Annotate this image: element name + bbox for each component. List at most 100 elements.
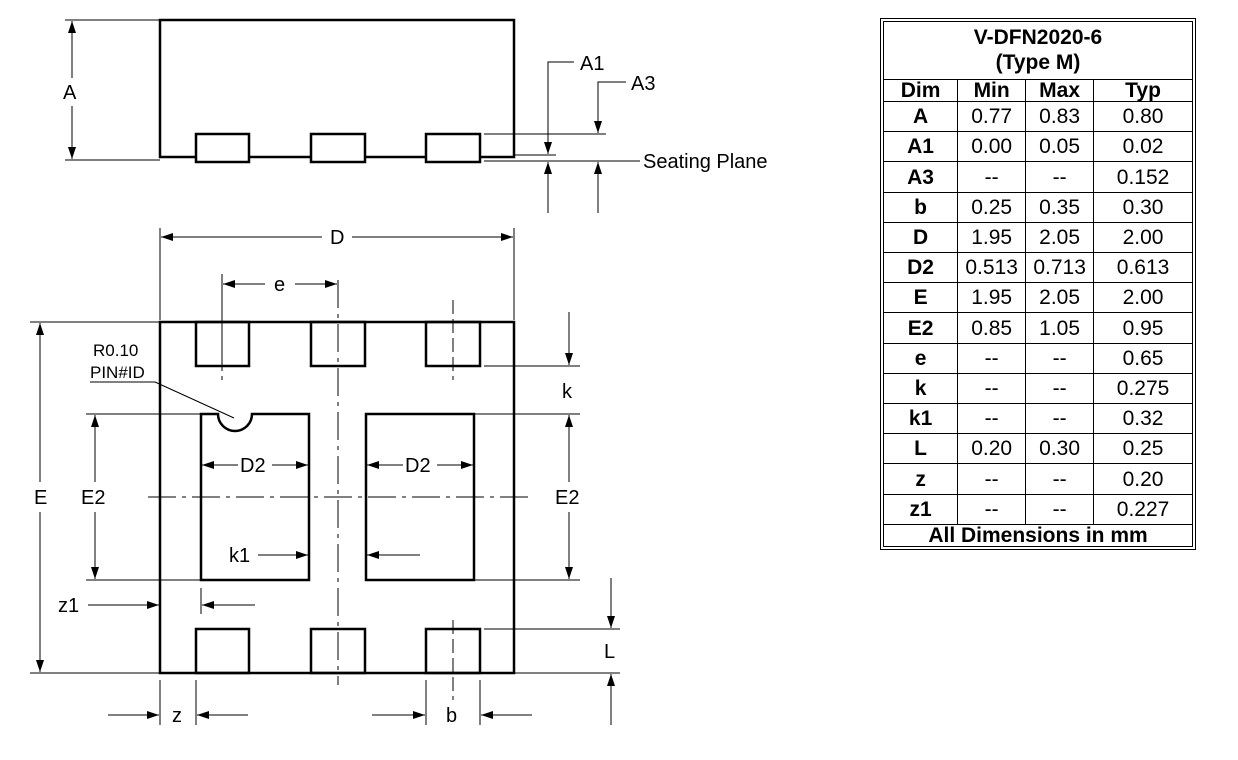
dim-value-cell: --: [957, 493, 1027, 526]
pin-id-leader: [154, 381, 235, 419]
label-D: D: [330, 227, 344, 249]
side-pad-2: [309, 132, 367, 164]
label-z: z: [172, 705, 182, 727]
dim-name-cell: k: [882, 372, 959, 405]
dim-value-cell: 2.05: [1025, 221, 1095, 254]
dim-name-cell: e: [882, 342, 959, 374]
label-E2-left: E2: [81, 487, 105, 509]
label-E: E: [34, 487, 47, 509]
table-row: A3----0.152: [882, 161, 1193, 193]
table-header-dim: Dim: [882, 79, 959, 102]
dim-value-cell: 0.20: [1093, 463, 1193, 495]
dim-value-cell: --: [1025, 372, 1095, 405]
dim-value-cell: --: [957, 161, 1027, 193]
dim-value-cell: 0.02: [1093, 131, 1193, 163]
side-pad-3: [424, 132, 482, 164]
dim-value-cell: 0.613: [1093, 252, 1193, 284]
dim-value-cell: 0.227: [1093, 493, 1193, 526]
side-pad-1: [194, 132, 251, 164]
label-L: L: [604, 641, 615, 663]
dim-name-cell: z: [882, 463, 959, 495]
dim-A1-leader: [544, 61, 574, 154]
dim-value-cell: 0.713: [1025, 252, 1095, 284]
dim-value-cell: 0.20: [957, 433, 1027, 465]
dim-name-cell: A3: [882, 161, 959, 193]
label-A3: A3: [631, 73, 655, 95]
label-A1: A1: [580, 53, 604, 75]
dim-value-cell: 1.95: [957, 282, 1027, 314]
label-k1: k1: [229, 545, 250, 567]
dim-value-cell: 0.85: [957, 312, 1027, 344]
pad-top-2: [309, 320, 367, 368]
dim-value-cell: 2.05: [1025, 282, 1095, 314]
dim-value-cell: --: [957, 342, 1027, 374]
side-view: [65, 18, 640, 213]
dim-name-cell: E: [882, 282, 959, 314]
dim-value-cell: 0.83: [1025, 100, 1095, 133]
dim-value-cell: --: [957, 403, 1027, 435]
dim-value-cell: 0.25: [1093, 433, 1193, 465]
dim-A3-leader: [594, 81, 626, 133]
table-row: z1----0.227: [882, 493, 1193, 526]
dim-value-cell: --: [1025, 493, 1095, 526]
dim-value-cell: 0.95: [1093, 312, 1193, 344]
table-row: k1----0.32: [882, 403, 1193, 435]
dim-value-cell: --: [1025, 403, 1095, 435]
label-e: e: [274, 274, 285, 296]
dim-value-cell: --: [1025, 342, 1095, 374]
dim-value-cell: 0.513: [957, 252, 1027, 284]
dim-name-cell: D2: [882, 252, 959, 284]
table-footer: All Dimensions in mm: [883, 524, 1193, 547]
dim-value-cell: --: [957, 372, 1027, 405]
dim-name-cell: D: [882, 221, 959, 254]
label-pin-id-radius: R0.10: [93, 341, 138, 360]
dim-value-cell: 2.00: [1093, 282, 1193, 314]
dim-value-cell: 0.00: [957, 131, 1027, 163]
dim-value-cell: 0.25: [957, 191, 1027, 223]
exposed-pad-left: [199, 412, 311, 582]
dim-name-cell: A1: [882, 131, 959, 163]
dim-name-cell: z1: [882, 493, 959, 526]
pad-bottom-2: [309, 627, 367, 675]
label-b: b: [446, 705, 457, 727]
dim-value-cell: 0.275: [1093, 372, 1193, 405]
dim-value-cell: 0.152: [1093, 161, 1193, 193]
dim-value-cell: 0.65: [1093, 342, 1193, 374]
dim-name-cell: E2: [882, 312, 959, 344]
dim-name-cell: k1: [882, 403, 959, 435]
label-D2-right: D2: [405, 455, 431, 477]
dim-value-cell: 1.05: [1025, 312, 1095, 344]
dim-value-cell: --: [1025, 463, 1095, 495]
table-title-line2: (Type M): [995, 50, 1081, 74]
label-E2-right: E2: [555, 487, 579, 509]
label-z1: z1: [58, 595, 79, 617]
dim-value-cell: 0.30: [1025, 433, 1095, 465]
table-title: V-DFN2020-6 (Type M): [883, 21, 1193, 80]
table-row: z----0.20: [882, 463, 1193, 495]
table-header-typ: Typ: [1093, 79, 1193, 102]
dim-name-cell: L: [882, 433, 959, 465]
label-pin-id: PIN#ID: [90, 363, 145, 382]
table-title-line1: V-DFN2020-6: [973, 26, 1103, 50]
pad-bottom-1: [194, 627, 251, 675]
label-k: k: [562, 381, 573, 403]
dim-value-cell: 0.30: [1093, 191, 1193, 223]
label-D2-left: D2: [240, 455, 266, 477]
package-outline-drawing: A A1 A3 Seating Plane: [30, 18, 768, 727]
dim-name-cell: b: [882, 191, 959, 223]
dim-value-cell: 0.35: [1025, 191, 1095, 223]
label-A: A: [63, 82, 77, 104]
table-row: e----0.65: [882, 342, 1193, 374]
table-header-min: Min: [957, 79, 1027, 102]
